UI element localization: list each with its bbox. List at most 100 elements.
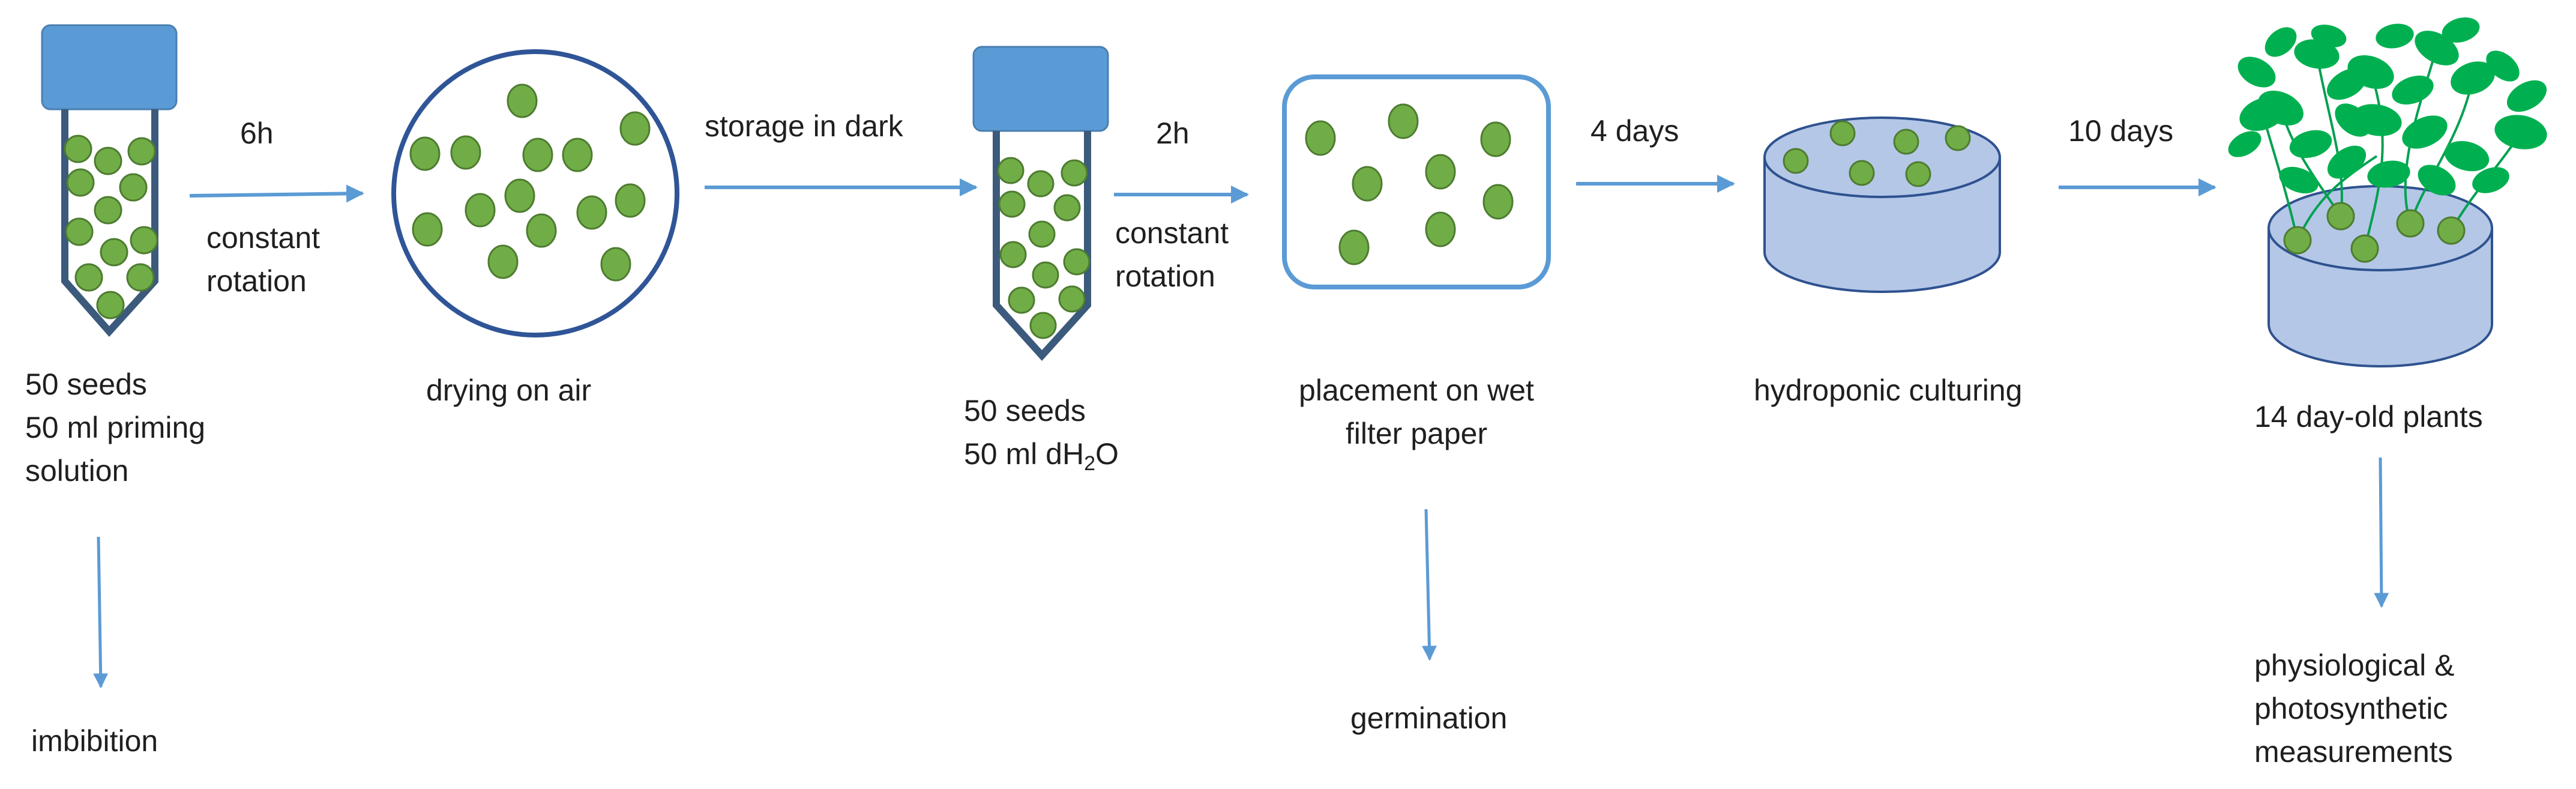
seed-icon: [997, 157, 1025, 184]
arrow1-rotation-label: constant rotation: [206, 216, 320, 303]
arrow-measurements: [2374, 457, 2389, 608]
measurements-label: physiological & photosynthetic measureme…: [2254, 644, 2455, 773]
seed-icon: [1029, 312, 1057, 339]
seedling-leaf-icon: [2327, 145, 2367, 179]
arrow-imbibition: [93, 536, 109, 689]
seed-icon: [2396, 209, 2425, 238]
petri-dish-icon: [391, 49, 679, 337]
seed-icon: [450, 135, 481, 170]
seed-icon: [619, 111, 651, 146]
arrow-germination: [1421, 509, 1437, 661]
seedling-leaf-icon: [2418, 165, 2456, 196]
seed-icon: [127, 137, 156, 166]
germination-label: germination: [1350, 701, 1508, 735]
priming-solution-text: solution: [25, 454, 129, 488]
seed-icon: [1905, 161, 1931, 187]
seed-icon: [1425, 211, 1456, 247]
drying-label: drying on air: [426, 373, 592, 407]
seed-icon: [1783, 148, 1809, 174]
seed-count-text: 50 seeds: [25, 367, 147, 401]
seedling-leaf-icon: [2237, 56, 2276, 88]
dish-seeds: [409, 83, 651, 282]
test-tube-icon: [972, 46, 1109, 361]
seed-icon: [409, 136, 441, 171]
seed-icon: [2437, 216, 2466, 245]
hydroponic-label: hydroponic culturing: [1754, 373, 2023, 407]
seed-icon: [1338, 229, 1370, 265]
seed-icon: [1849, 160, 1875, 186]
placement-label: placement on wet filter paper: [1266, 369, 1566, 455]
seedling-leaf-icon: [2367, 160, 2410, 188]
plants-label: 14 day-old plants: [2254, 400, 2483, 434]
seed-icon: [1829, 120, 1856, 147]
seed-icon: [100, 238, 128, 267]
seed-icon: [1027, 170, 1055, 198]
seed-icon: [487, 244, 519, 279]
seed-icon: [1480, 121, 1511, 157]
seedling-leaf-icon: [2347, 55, 2394, 89]
seed-icon: [96, 291, 125, 319]
seed-icon: [126, 263, 155, 292]
seedling-stem: [2316, 53, 2343, 217]
seed-icon: [1061, 159, 1088, 187]
seedling-leaf-icon: [2444, 141, 2490, 172]
seedling-leaf-icon: [2402, 115, 2448, 149]
seed-icon: [1063, 248, 1091, 276]
seed-icon: [507, 83, 538, 118]
seedling-leaf-icon: [2228, 131, 2262, 157]
filter-paper-text: filter paper: [1345, 417, 1488, 450]
seed-icon: [1482, 184, 1514, 220]
seed-icon: [412, 212, 443, 247]
tube2-label: 50 seeds 50 ml dH2O: [964, 389, 1119, 476]
arrow3-rotation-label: constant rotation: [1115, 211, 1229, 298]
measurements-text: measurements: [2254, 735, 2453, 769]
seed-icon: [119, 173, 148, 202]
seedling-leaf-icon: [2258, 90, 2304, 126]
seedling-leaf-icon: [2376, 23, 2414, 49]
seed-icon: [526, 213, 557, 248]
hydroponic-pot-icon: [1763, 116, 2001, 293]
constant-text: constant: [206, 221, 320, 255]
tube-1-seeds: [64, 135, 158, 319]
seedling-leaf-icon: [2451, 61, 2495, 95]
seedling-leaf-icon: [2494, 115, 2547, 150]
imbibition-label: imbibition: [31, 724, 158, 758]
seed-icon: [522, 138, 553, 172]
seed-icon: [1053, 194, 1081, 222]
seed-icon: [1032, 261, 1059, 289]
filter-paper-icon: [1282, 74, 1551, 289]
seed-icon: [999, 241, 1027, 268]
seedling-pot-icon: [2228, 17, 2547, 367]
seed-icon: [1028, 220, 1056, 248]
seedling-pot-seeds: [2283, 202, 2466, 263]
seed-icon: [74, 263, 103, 292]
seedling-leaf-icon: [2392, 75, 2434, 105]
seed-icon: [1058, 285, 1086, 313]
seedling-leaf-icon: [2442, 17, 2480, 43]
seed-icon: [1893, 128, 1919, 155]
seedling-leaves: [2228, 17, 2547, 196]
seedling-leaf-icon: [2289, 130, 2332, 159]
seed-icon: [1352, 166, 1383, 202]
seed-icon: [2326, 202, 2355, 231]
pot-seeds: [1783, 120, 1971, 187]
seedling-leaf-icon: [2279, 166, 2319, 194]
seedling-leaf-icon: [2506, 80, 2547, 112]
seed-icon: [1945, 125, 1971, 151]
seed-icon: [2350, 234, 2379, 263]
seed-icon: [576, 195, 607, 230]
placement-text: placement on wet: [1299, 373, 1534, 407]
seed-icon: [1388, 103, 1419, 139]
seedling-leaf-icon: [2265, 27, 2297, 57]
photosynthetic-text: photosynthetic: [2254, 692, 2448, 725]
seed-icon: [998, 190, 1026, 218]
seed-icon: [2283, 226, 2312, 255]
water-volume-text: 50 ml dH2O: [964, 437, 1119, 475]
seed-icon: [504, 178, 535, 213]
seed-icon: [1425, 154, 1456, 190]
seedling-stem: [2296, 155, 2378, 241]
seed-icon: [562, 138, 593, 172]
seedling-leaf-icon: [2486, 50, 2520, 82]
arrow5-label: 10 days: [2068, 114, 2174, 148]
seed-icon: [465, 193, 496, 228]
